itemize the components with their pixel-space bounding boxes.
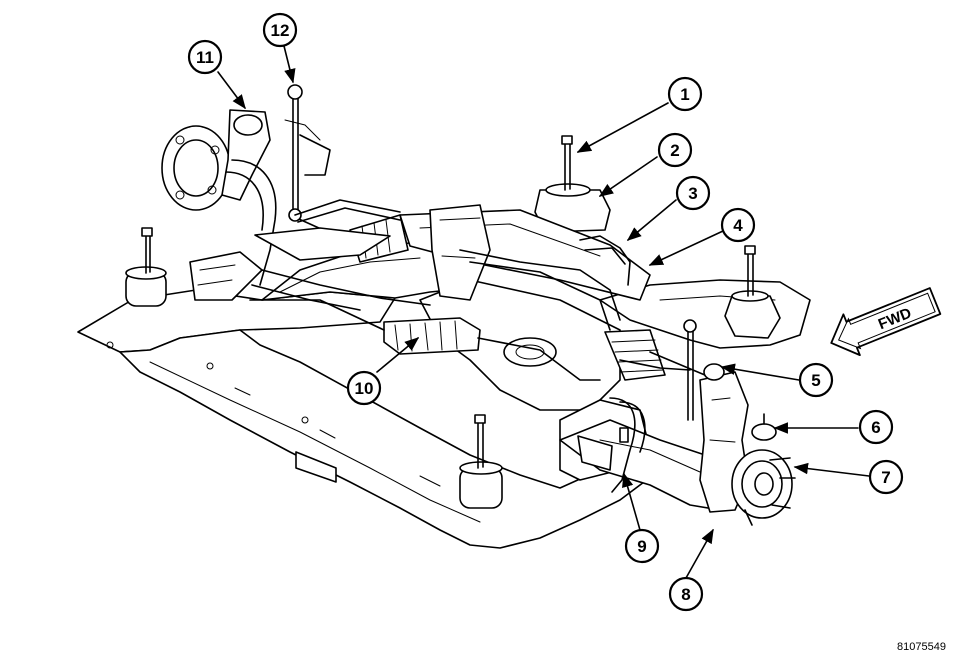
figure-id: 81075549 <box>897 641 946 653</box>
callout-1: 1 <box>667 76 703 112</box>
svg-text:1: 1 <box>680 85 689 104</box>
svg-text:7: 7 <box>881 468 890 487</box>
svg-text:4: 4 <box>733 216 743 235</box>
svg-text:3: 3 <box>688 184 697 203</box>
leader-lines <box>217 45 870 579</box>
svg-text:2: 2 <box>670 141 679 160</box>
callout-8: 8 <box>668 576 704 612</box>
svg-text:11: 11 <box>196 48 214 67</box>
callout-7: 7 <box>868 459 904 495</box>
callout-6: 6 <box>858 409 894 445</box>
left-knuckle-assembly <box>161 84 431 311</box>
callout-9: 9 <box>624 528 660 564</box>
svg-text:8: 8 <box>681 585 690 604</box>
svg-text:12: 12 <box>271 21 290 40</box>
svg-text:5: 5 <box>811 371 820 390</box>
fwd-arrow: FWD <box>830 287 942 357</box>
callout-2: 2 <box>657 132 693 168</box>
callout-5: 5 <box>798 362 834 398</box>
right-knuckle-assembly <box>559 319 796 526</box>
callout-3: 3 <box>675 175 711 211</box>
callout-11: 11 <box>187 39 223 75</box>
svg-text:9: 9 <box>637 537 646 556</box>
callout-10: 10 <box>346 370 382 406</box>
svg-text:10: 10 <box>355 379 374 398</box>
svg-text:6: 6 <box>871 418 880 437</box>
callout-12: 12 <box>262 12 298 48</box>
isolator-mounts <box>125 135 781 509</box>
callout-4: 4 <box>720 207 756 243</box>
callouts: 1 2 3 4 5 6 7 8 <box>187 12 904 612</box>
